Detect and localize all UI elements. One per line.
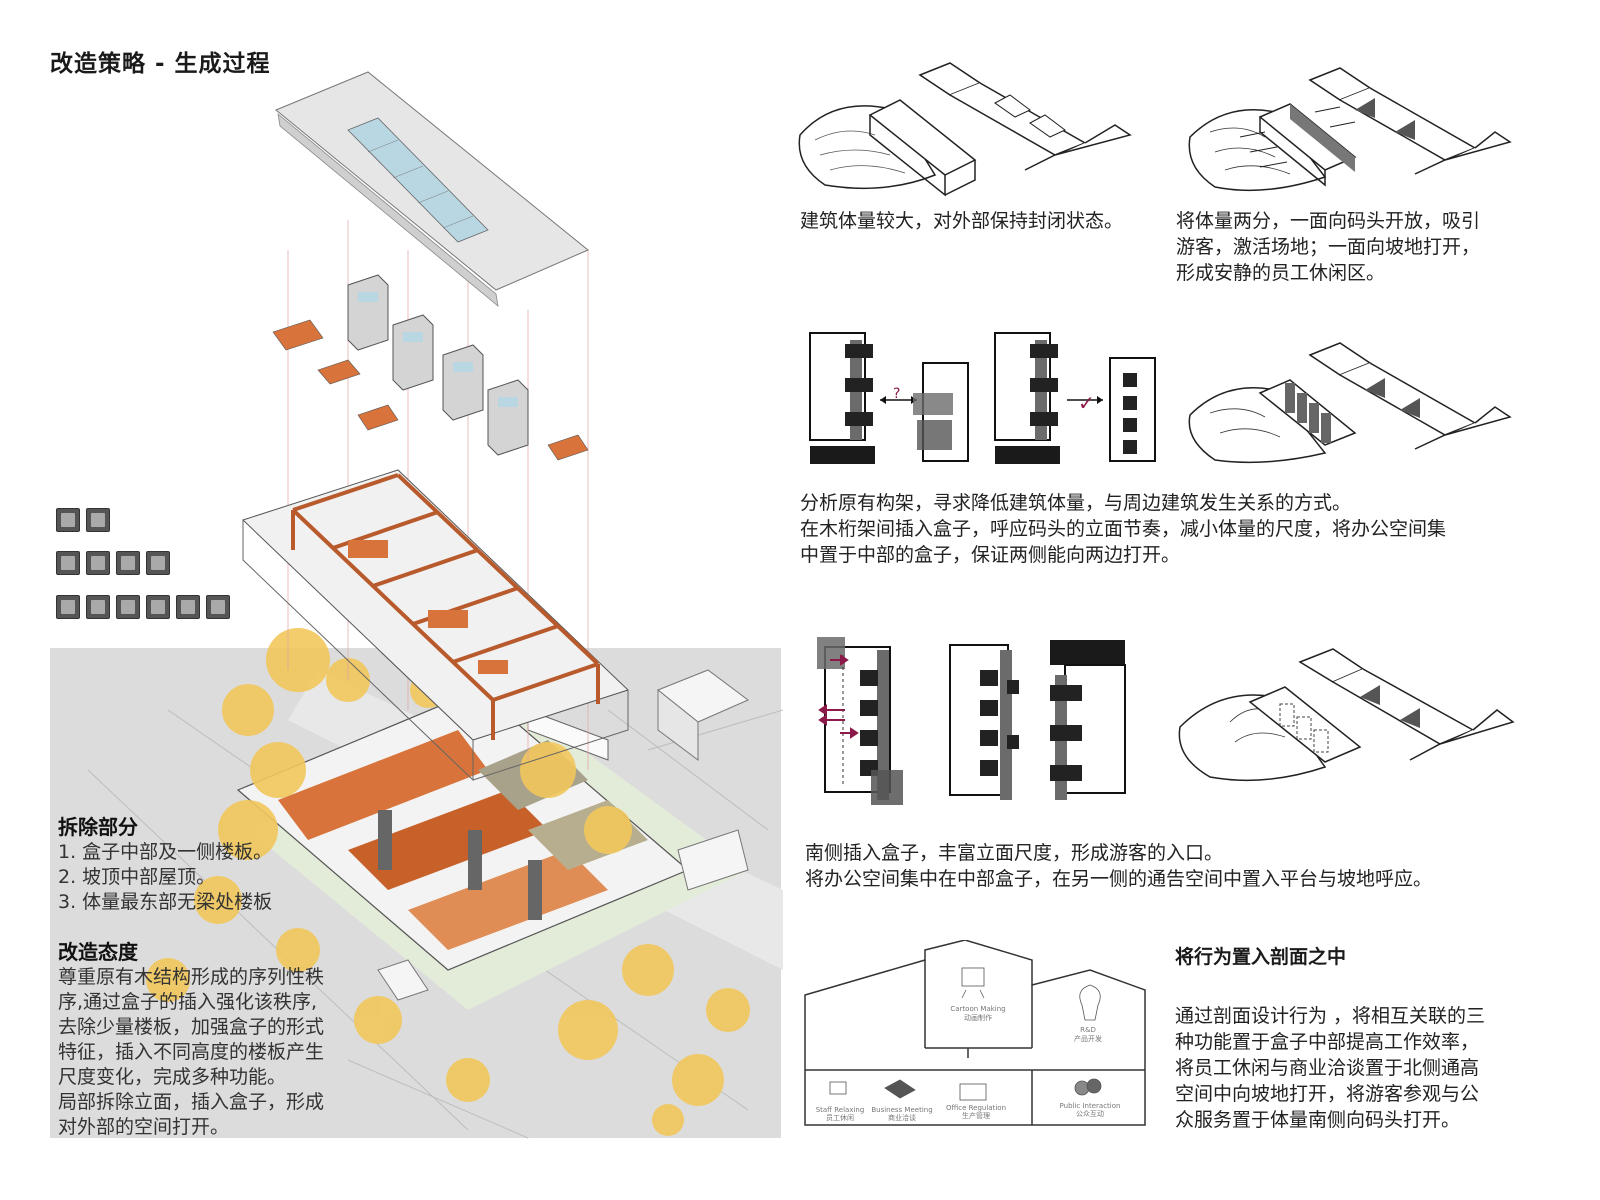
section-title: 将行为置入剖面之中 <box>1175 946 1347 968</box>
cart-icon <box>146 595 170 619</box>
worker-icon <box>56 508 80 532</box>
check-icon <box>116 551 140 575</box>
caption-4: 南侧插入盒子，丰富立面尺度，形成游客的入口。 将办公空间集中在中部盒子，在另一侧… <box>805 840 1432 892</box>
presentation-icon <box>176 595 200 619</box>
caption-line: 形成安静的员工休闲区。 <box>1176 262 1386 284</box>
caption-line: 空间中向坡地打开，将游客参观与公 <box>1175 1083 1480 1105</box>
cup-icon <box>86 595 110 619</box>
section-diagram: Cartoon Making 动画制作 R&D 产品开发 Staff Relax… <box>804 940 1146 1126</box>
check-mark: ✓ <box>1078 391 1095 415</box>
section-label: 员工休闲 <box>826 1113 854 1122</box>
roof <box>275 71 589 307</box>
caption-line: 通过剖面设计行为 ，将相互关联的三 <box>1175 1005 1486 1027</box>
camera-icon <box>56 595 80 619</box>
attitude-line: 局部拆除立面，插入盒子，形成 <box>58 1091 325 1113</box>
icon-row-1 <box>56 508 110 532</box>
section-labels: Cartoon Making 动画制作 R&D 产品开发 Staff Relax… <box>816 1005 1121 1122</box>
massing-diagram-3 <box>1188 342 1512 464</box>
icon-row-2 <box>56 551 170 575</box>
section-label: Office Regulation <box>946 1104 1006 1112</box>
section-label: 商业洽谈 <box>888 1113 916 1122</box>
caption-line: 中置于中部的盒子，保证两侧能向两边打开。 <box>800 544 1181 566</box>
inserted-boxes <box>272 274 589 461</box>
caption-2: 将体量两分，一面向码头开放，吸引 游客，激活场地；一面向坡地打开， 形成安静的员… <box>1176 208 1480 286</box>
caption-line: 众服务置于体量南侧向码头打开。 <box>1175 1109 1461 1131</box>
section-label: 动画制作 <box>964 1013 992 1022</box>
section-label: R&D <box>1080 1026 1096 1034</box>
question-mark: ? <box>893 386 900 402</box>
massing-diagram-2 <box>1188 67 1512 192</box>
section-label: 生产管理 <box>962 1111 990 1120</box>
attitude-line: 尺度变化，完成多种功能。 <box>58 1066 287 1088</box>
massing-diagram-1 <box>798 62 1132 197</box>
box-diagram-row2: ? ✓ <box>809 332 1156 464</box>
caption-line: 将体量两分，一面向码头开放，吸引 <box>1176 210 1481 232</box>
demolition-item: 1. 盒子中部及一侧楼板。 <box>58 841 273 863</box>
office-icon <box>206 595 230 619</box>
attitude-line: 特征，插入不同高度的楼板产生 <box>58 1041 325 1063</box>
timber-frame <box>242 469 629 782</box>
demolition-item: 2. 坡顶中部屋顶。 <box>58 866 216 888</box>
section-label: 产品开发 <box>1074 1034 1102 1043</box>
massing-diagram-4 <box>1178 648 1515 782</box>
section-label: Public Interaction <box>1060 1102 1121 1110</box>
caption-line: 在木桁架间插入盒子，呼应码头的立面节奏，减小体量的尺度，将办公空间集 <box>800 518 1447 540</box>
meeting-icon <box>86 508 110 532</box>
attitude-heading: 改造态度 <box>58 940 138 964</box>
attitude-line: 对外部的空间打开。 <box>58 1116 230 1138</box>
caption-line: 将员工休闲与商业洽谈置于北侧通高 <box>1175 1057 1480 1079</box>
section-label: Cartoon Making <box>950 1005 1005 1013</box>
trees <box>146 628 750 1136</box>
caption-line: 种功能置于盒子中部提高工作效率， <box>1175 1031 1480 1053</box>
caption-5: 通过剖面设计行为 ，将相互关联的三 种功能置于盒子中部提高工作效率， 将员工休闲… <box>1175 1003 1485 1133</box>
caption-line: 建筑体量较大，对外部保持封闭状态。 <box>800 210 1124 232</box>
people-icon <box>146 551 170 575</box>
context-buildings <box>377 669 749 1001</box>
caption-3: 分析原有构架，寻求降低建筑体量，与周边建筑发生关系的方式。 在木桁架间插入盒子，… <box>800 490 1446 568</box>
caption-line: 将办公空间集中在中部盒子，在另一侧的通告空间中置入平台与坡地呼应。 <box>805 868 1433 890</box>
icon-row-3 <box>56 595 230 619</box>
dining-icon <box>116 595 140 619</box>
demolition-block: 拆除部分 1. 盒子中部及一侧楼板。 2. 坡顶中部屋顶。 3. 体量最东部无梁… <box>58 815 272 915</box>
attitude-line: 尊重原有木结构形成的序列性秩 <box>58 966 325 988</box>
exploded-axonometric <box>50 71 783 1139</box>
demolition-item: 3. 体量最东部无梁处楼板 <box>58 891 273 913</box>
group-icon <box>56 551 80 575</box>
demolition-heading: 拆除部分 <box>58 815 138 839</box>
page-title: 改造策略 - 生成过程 <box>50 51 271 77</box>
attitude-line: 序,通过盒子的插入强化该秩序, <box>58 991 318 1013</box>
attitude-line: 去除少量楼板，加强盒子的形式 <box>58 1016 325 1038</box>
section-label: Business Meeting <box>871 1106 932 1114</box>
idea-icon <box>86 551 110 575</box>
caption-1: 建筑体量较大，对外部保持封闭状态。 <box>800 208 1123 234</box>
attitude-block: 改造态度 尊重原有木结构形成的序列性秩 序,通过盒子的插入强化该秩序, 去除少量… <box>58 940 324 1140</box>
box-diagram-row3 <box>817 637 1126 805</box>
caption-line: 游客，激活场地；一面向坡地打开， <box>1176 236 1481 258</box>
section-label: 公众互动 <box>1076 1109 1104 1118</box>
section-label: Staff Relaxing <box>816 1106 865 1114</box>
caption-line: 南侧插入盒子，丰富立面尺度，形成游客的入口。 <box>805 842 1224 864</box>
caption-line: 分析原有构架，寻求降低建筑体量，与周边建筑发生关系的方式。 <box>800 492 1352 514</box>
